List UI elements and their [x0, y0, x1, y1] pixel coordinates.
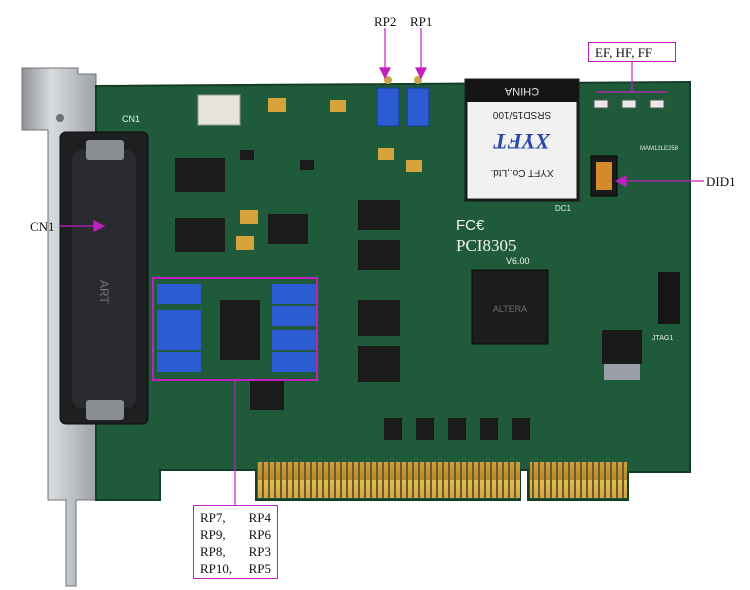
model-version: V6.00	[506, 256, 530, 266]
voltage-regulator	[602, 330, 642, 380]
partno-silk: MAM12LE258	[640, 146, 679, 152]
ef-hf-ff-label: EF, HF, FF	[588, 42, 676, 62]
left-ic-cluster	[175, 94, 422, 252]
rp2-label: RP2	[374, 14, 397, 29]
jtag-header: JTAG1	[652, 272, 680, 342]
connector-logo: ART	[97, 280, 111, 304]
dcdc-line3: XYFT Co.,Ltd.	[490, 167, 553, 178]
rp-row-right: RP5	[248, 561, 271, 576]
jtag-silk: JTAG1	[652, 335, 673, 342]
dc1-silk: DC1	[555, 204, 572, 213]
rp-row: RP8, RP3	[200, 543, 271, 560]
rp1-rp2-trimmers	[376, 76, 430, 127]
rp-row: RP10, RP5	[200, 560, 271, 577]
rp-row-left: RP9,	[200, 527, 226, 542]
model-name: PCI8305	[456, 236, 516, 255]
gold-edge-fingers	[257, 462, 627, 498]
status-leds	[593, 99, 665, 109]
rp-row-right: RP6	[248, 527, 271, 542]
rp-row: RP9, RP6	[200, 526, 271, 543]
rp1-label: RP1	[410, 14, 433, 29]
dcdc-logo: XYFT	[492, 129, 551, 154]
dcdc-line1: CHINA	[504, 85, 539, 97]
dcdc-line2: SRSD15/100	[492, 109, 551, 120]
fpga-chip: ALTERA	[471, 269, 549, 345]
rp-trimmer-block	[152, 277, 318, 381]
bottom-diodes	[250, 380, 530, 440]
center-ic-column	[358, 200, 400, 382]
cn1-connector: ART	[59, 131, 149, 425]
svg-text:ALTERA: ALTERA	[493, 304, 527, 314]
dcdc-module: CHINA SRSD15/100 XYFT XYFT Co.,Ltd.	[464, 78, 580, 202]
rp-group-label: RP7, RP4 RP9, RP6 RP8, RP3 RP10, RP5	[193, 505, 278, 579]
rp-row-left: RP10,	[200, 561, 233, 576]
did1-label: DID1	[706, 174, 736, 189]
rp-row-left: RP8,	[200, 544, 226, 559]
cn1-label: CN1	[30, 219, 55, 234]
rp-row: RP7, RP4	[200, 509, 271, 526]
did1-switch	[590, 155, 618, 197]
cn1-silk: CN1	[122, 114, 140, 124]
rp-row-right: RP3	[248, 544, 271, 559]
rp-row-left: RP7,	[200, 510, 226, 525]
fcc-mark: FC€	[456, 217, 485, 234]
callout-lines	[60, 28, 704, 505]
rp-row-right: RP4	[248, 510, 271, 525]
